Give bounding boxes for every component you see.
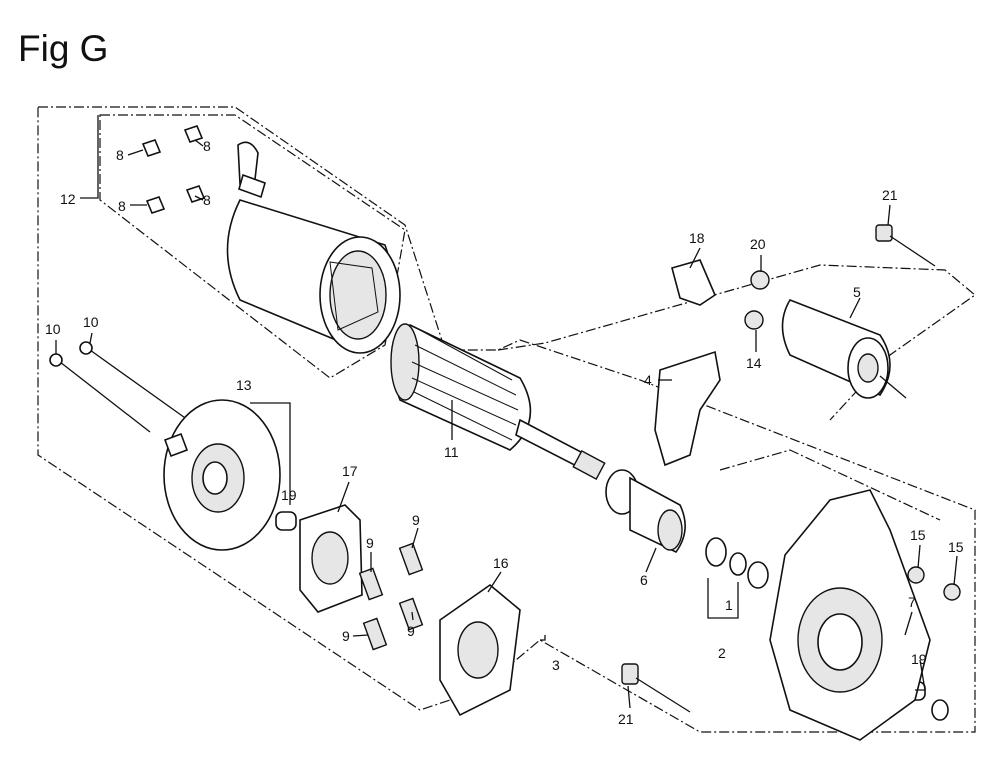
planetary-plate <box>439 583 521 717</box>
callout-10-a: 10 <box>45 321 61 337</box>
callout-3: 3 <box>552 657 560 673</box>
assembly-outline-solenoid <box>497 264 976 421</box>
callout-14: 14 <box>746 355 762 371</box>
callout-4: 4 <box>644 372 652 388</box>
callout-21-b: 21 <box>618 711 634 727</box>
rubber-seal <box>671 259 716 306</box>
callout-13: 13 <box>236 377 252 393</box>
callout-9-d: 9 <box>342 628 350 644</box>
assembly-outline-yoke <box>99 114 406 379</box>
callout-12: 12 <box>60 191 76 207</box>
nut-15-left <box>907 566 925 584</box>
brush-holder-plate <box>299 504 363 613</box>
brush-springs <box>358 542 424 651</box>
nut-14 <box>744 310 764 330</box>
callout-8-c: 8 <box>118 198 126 214</box>
leader-lines <box>55 115 958 709</box>
rear-cover <box>163 399 281 551</box>
callout-9-a: 9 <box>412 512 420 528</box>
callout-2: 2 <box>718 645 726 661</box>
callout-17: 17 <box>342 463 358 479</box>
assembly-outline-main <box>37 106 976 733</box>
callout-8-d: 8 <box>203 192 211 208</box>
callout-10-b: 10 <box>83 314 99 330</box>
callout-8-b: 8 <box>203 138 211 154</box>
shift-lever <box>654 350 721 467</box>
bolt-21-top <box>875 224 936 267</box>
figure-title: Fig G <box>18 28 109 69</box>
front-bracket <box>769 489 931 741</box>
bolt-21-bottom <box>621 663 691 713</box>
callout-15-a: 15 <box>910 527 926 543</box>
callout-5: 5 <box>853 284 861 300</box>
callout-16: 16 <box>493 555 509 571</box>
callout-9-c: 9 <box>407 623 415 639</box>
snap-ring-1 <box>729 552 747 576</box>
callout-1: 1 <box>725 597 733 613</box>
callout-15-b: 15 <box>948 539 964 555</box>
callout-19-a: 19 <box>281 487 297 503</box>
callout-20: 20 <box>750 236 766 252</box>
nut-15-right <box>943 583 961 601</box>
nut-20 <box>750 270 770 290</box>
callout-7: 7 <box>908 594 916 610</box>
assembly-outline-housing <box>719 449 941 521</box>
armature <box>390 323 606 480</box>
callout-19-b: 19 <box>911 651 927 667</box>
callout-labels: 1 2 3 4 5 6 7 8 8 8 8 9 9 9 9 10 10 11 1… <box>45 138 964 727</box>
callout-9-b: 9 <box>366 535 374 551</box>
front-seal <box>931 699 949 721</box>
callout-11: 11 <box>444 444 459 460</box>
yoke-assembly <box>226 141 401 354</box>
callout-21-a: 21 <box>882 187 898 203</box>
callout-18: 18 <box>689 230 705 246</box>
washer-2 <box>705 537 727 567</box>
pinion-clutch <box>605 469 686 554</box>
stop-collar <box>747 561 769 589</box>
callout-8-a: 8 <box>116 147 124 163</box>
brush-set <box>141 125 206 214</box>
bushing-rear <box>275 511 297 531</box>
solenoid-switch <box>781 299 907 399</box>
through-bolts <box>49 341 189 433</box>
callout-6: 6 <box>640 572 648 588</box>
